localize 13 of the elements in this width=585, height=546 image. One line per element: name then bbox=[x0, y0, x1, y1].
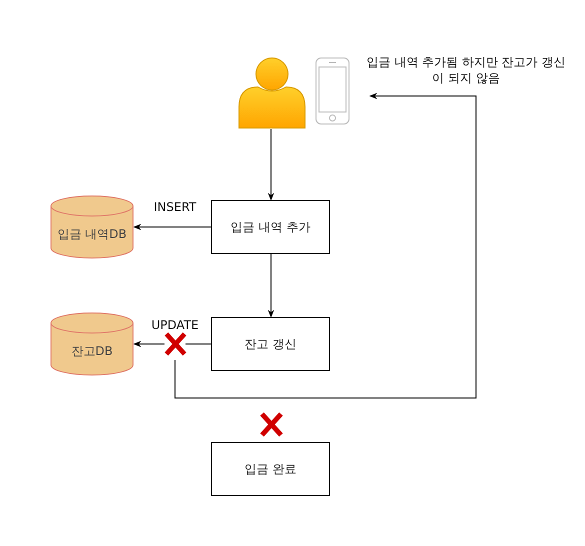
arrow bbox=[268, 254, 274, 318]
node-label: 입금 내역DB bbox=[56, 226, 128, 242]
process-box bbox=[211, 442, 330, 496]
arrow bbox=[174, 92, 476, 398]
node-label: 입금 완료 bbox=[244, 462, 298, 476]
node-label: 잔고DB bbox=[70, 344, 114, 358]
process-box bbox=[211, 317, 330, 371]
arrow bbox=[133, 224, 212, 230]
node-label: 잔고 갱신 bbox=[244, 336, 298, 352]
arrow bbox=[268, 128, 274, 201]
arrow bbox=[133, 340, 165, 348]
process-box bbox=[211, 200, 330, 254]
node-label: 입금 내역 추가 bbox=[230, 220, 312, 234]
